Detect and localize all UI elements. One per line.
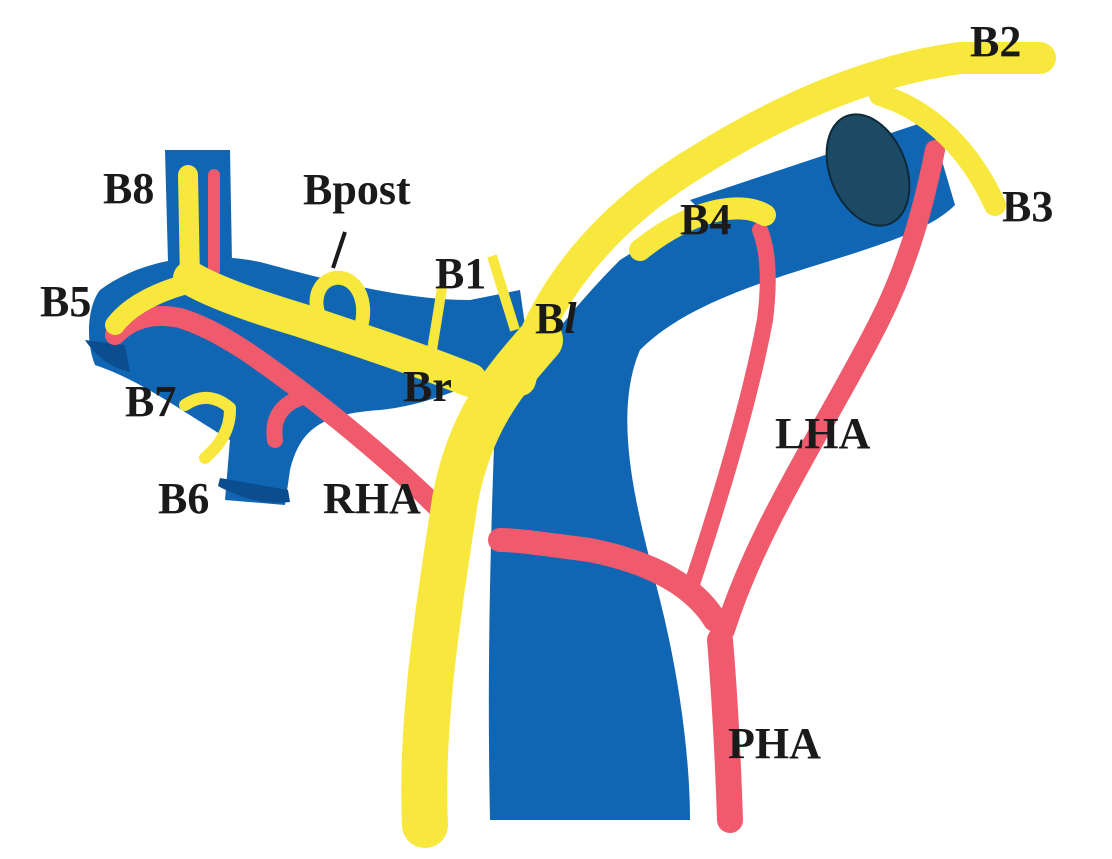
segment5-duct bbox=[105, 272, 205, 335]
hepatic-artery bbox=[105, 140, 945, 833]
label-lha: LHA bbox=[775, 409, 871, 458]
label-rha: RHA bbox=[323, 474, 421, 523]
label-bl-prefix: B bbox=[535, 294, 565, 343]
label-br: Br bbox=[403, 362, 452, 411]
label-b4: B4 bbox=[680, 195, 732, 244]
label-b2: B2 bbox=[970, 17, 1022, 66]
right-hepatic-artery-crossing bbox=[488, 528, 727, 632]
label-bpost: Bpost bbox=[303, 165, 411, 214]
segment6-duct bbox=[199, 404, 236, 464]
segment7-duct bbox=[179, 391, 236, 414]
segment4-artery bbox=[682, 222, 776, 598]
bpost-pointer-line bbox=[331, 231, 347, 269]
segment3-duct bbox=[869, 84, 1006, 216]
label-pha: PHA bbox=[728, 719, 821, 768]
segment4-duct bbox=[629, 197, 776, 261]
left-hepatic-artery bbox=[715, 140, 945, 640]
common-bile-duct bbox=[401, 317, 563, 848]
label-b5: B5 bbox=[40, 277, 92, 326]
label-b7: B7 bbox=[125, 377, 177, 426]
main-portal-vein bbox=[488, 130, 955, 820]
label-bl-suffix: l bbox=[564, 294, 577, 343]
bile-duct bbox=[105, 42, 1056, 848]
posterior-duct bbox=[309, 270, 371, 337]
label-b6: B6 bbox=[158, 474, 210, 523]
vein-cut-end-left bbox=[85, 340, 130, 372]
segment8-duct bbox=[178, 165, 200, 290]
label-b1: B1 bbox=[435, 249, 487, 298]
proper-hepatic-artery bbox=[707, 627, 743, 833]
vein-cut-end-bottom bbox=[218, 478, 290, 503]
label-bl: Bl bbox=[535, 297, 577, 341]
label-b3: B3 bbox=[1002, 182, 1054, 231]
label-b8: B8 bbox=[103, 164, 155, 213]
right-hepatic-artery bbox=[105, 306, 450, 520]
left-hepatic-duct bbox=[504, 42, 1056, 396]
right-hepatic-duct bbox=[173, 261, 487, 397]
bl-pointer-line bbox=[487, 254, 520, 332]
mass-oval bbox=[825, 113, 911, 227]
posterior-inferior-artery bbox=[266, 390, 308, 448]
br-pointer-line bbox=[427, 287, 447, 351]
